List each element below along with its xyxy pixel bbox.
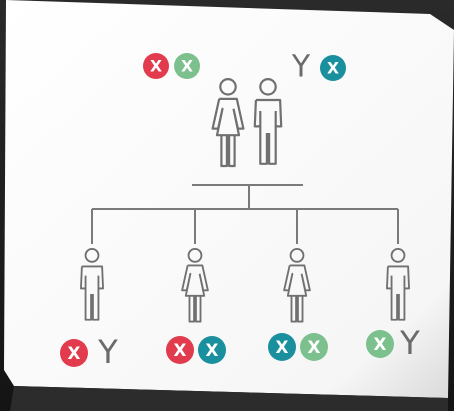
child-3-chromosome-2-green-x-circle <box>300 333 328 361</box>
child-2-chromosome-2-teal-x-circle <box>198 336 226 364</box>
mother-chromosome-1-red-x-letter: X <box>150 57 162 75</box>
father-chromosome-2-teal-x-circle <box>320 55 346 81</box>
family-tree-lines <box>91 184 399 244</box>
mother-chromosome-2-green-x-letter: X <box>181 57 193 75</box>
child-1-chromosome-1-red-x-badge: X <box>60 339 88 367</box>
mother-figure-icon <box>211 78 245 168</box>
child-2-chromosome-1-red-x-badge: X <box>166 336 194 364</box>
child-3-chromosome-2-green-x-badge: X <box>300 333 328 361</box>
child-1-male-figure-icon <box>80 247 104 321</box>
child-3-chromosome-2-green-x-letter: X <box>308 337 321 357</box>
card-background <box>4 0 454 398</box>
child-2-chromosome-1-red-x-letter: X <box>174 340 187 360</box>
child-4-chromosome-2-y-label: Y <box>399 324 420 362</box>
father-figure-icon <box>253 78 283 165</box>
child-4-chromosome-1-green-x-letter: X <box>374 334 387 354</box>
father-chromosome-2-teal-x-letter: X <box>327 59 339 77</box>
father-chromosome-1-y-label: Y <box>291 49 311 84</box>
child-4-chromosome-1-green-x-badge: X <box>366 330 394 358</box>
mother-chromosome-2-green-x-badge: X <box>174 53 200 79</box>
child-4-male-figure-icon <box>386 247 410 321</box>
child-3-chromosome-1-teal-x-badge: X <box>268 333 296 361</box>
mother-chromosome-2-green-x-circle <box>174 53 200 79</box>
mother-chromosome-1-red-x-circle <box>143 53 169 79</box>
child-4-chromosome-1-green-x-circle <box>366 330 394 358</box>
child-3-chromosome-1-teal-x-letter: X <box>276 337 289 357</box>
mother-chromosome-1-red-x-badge: X <box>143 53 169 79</box>
child-1-chromosome-1-red-x-circle <box>60 339 88 367</box>
people <box>80 78 410 323</box>
child-3-female-figure-icon <box>283 247 311 323</box>
father-chromosome-2-teal-x-badge: X <box>320 55 346 81</box>
child-1-chromosome-1-red-x-letter: X <box>68 343 81 363</box>
card-bottom-shadow <box>10 386 448 411</box>
child-2-chromosome-2-teal-x-letter: X <box>206 340 219 360</box>
child-2-chromosome-2-teal-x-badge: X <box>198 336 226 364</box>
child-2-chromosome-1-red-x-circle <box>166 336 194 364</box>
child-2-female-figure-icon <box>181 247 209 323</box>
child-3-chromosome-1-teal-x-circle <box>268 333 296 361</box>
child-1-chromosome-2-y-label: Y <box>97 333 118 371</box>
